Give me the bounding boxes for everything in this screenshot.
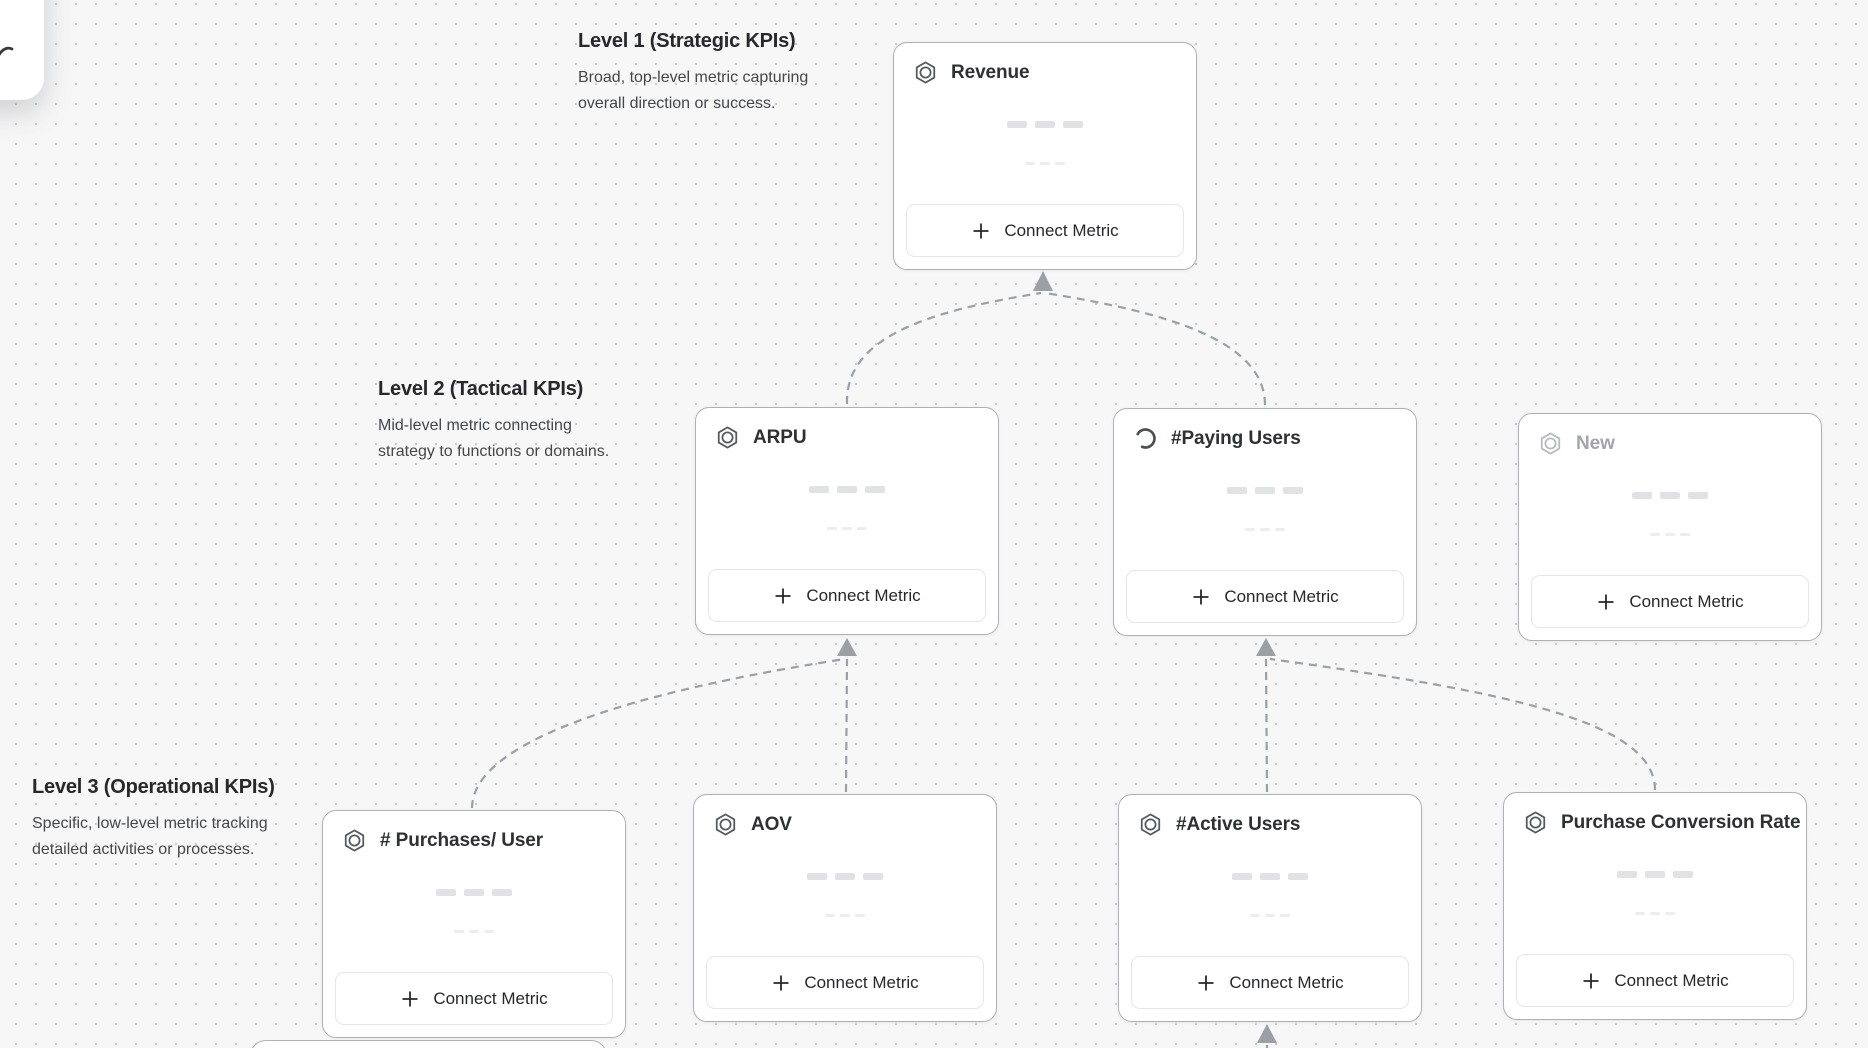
- connect-metric-button[interactable]: Connect Metric: [1126, 570, 1404, 623]
- skeleton-bars: [1504, 871, 1806, 878]
- section-level-3: Level 3 (Operational KPIs) Specific, low…: [32, 776, 302, 863]
- card-aov[interactable]: AOV Connect Metric: [693, 794, 997, 1022]
- section-title-level-2: Level 2 (Tactical KPIs): [378, 378, 584, 400]
- arrowhead-into-arpu: [837, 638, 857, 656]
- connect-metric-label: Connect Metric: [1629, 591, 1744, 611]
- metric-hexagon-icon: [1525, 811, 1546, 834]
- section-level-2: Level 2 (Tactical KPIs) Mid-level metric…: [378, 378, 628, 465]
- connect-metric-button[interactable]: Connect Metric: [1531, 575, 1809, 628]
- edge-aov-to-arpu: [844, 658, 849, 793]
- skeleton-bars: [1519, 492, 1821, 499]
- skeleton-dashes: [1519, 533, 1821, 536]
- partial-tool-icon: [0, 46, 14, 56]
- card-new[interactable]: New Connect Metric: [1518, 413, 1822, 641]
- section-desc-level-3: Specific, low-level metric tracking deta…: [32, 815, 268, 858]
- card-purchases-per-user[interactable]: # Purchases/ User Connect Metric: [322, 810, 626, 1038]
- skeleton-bars: [1114, 487, 1416, 494]
- metric-hexagon-icon: [715, 813, 736, 836]
- spinner-icon: [1135, 428, 1156, 449]
- connect-metric-label: Connect Metric: [1229, 972, 1344, 992]
- plus-icon: [1198, 975, 1214, 990]
- section-level-1: Level 1 (Strategic KPIs) Broad, top-leve…: [578, 30, 848, 117]
- connect-metric-button[interactable]: Connect Metric: [708, 569, 986, 622]
- plus-icon: [1583, 973, 1599, 988]
- plus-icon: [1598, 594, 1614, 609]
- skeleton-bars: [694, 873, 996, 880]
- connect-metric-label: Connect Metric: [804, 972, 919, 992]
- connect-metric-button[interactable]: Connect Metric: [1516, 954, 1794, 1007]
- plus-icon: [773, 975, 789, 990]
- connect-metric-label: Connect Metric: [433, 988, 548, 1008]
- card-paying-users[interactable]: #Paying Users Connect Metric: [1113, 408, 1417, 636]
- skeleton-dashes: [1504, 912, 1806, 915]
- card-title: New: [1576, 432, 1615, 454]
- edge-arpu-to-revenue: [845, 291, 1042, 405]
- section-desc-level-2: Mid-level metric connecting strategy to …: [378, 417, 610, 460]
- card-revenue[interactable]: Revenue Connect Metric: [893, 42, 1197, 270]
- card-title: ARPU: [753, 426, 807, 448]
- card-arpu[interactable]: ARPU Connect Metric: [695, 407, 999, 635]
- edge-purchases-to-arpu: [470, 657, 846, 809]
- metric-hexagon-icon: [1140, 813, 1161, 836]
- skeleton-dashes: [694, 914, 996, 917]
- connect-metric-button[interactable]: Connect Metric: [1131, 956, 1409, 1009]
- plus-icon: [973, 223, 989, 238]
- plus-icon: [775, 588, 791, 603]
- skeleton-bars: [894, 121, 1196, 128]
- skeleton-dashes: [1114, 528, 1416, 531]
- connect-metric-button[interactable]: Connect Metric: [706, 956, 984, 1009]
- connect-metric-button[interactable]: Connect Metric: [335, 972, 613, 1025]
- connect-metric-label: Connect Metric: [1614, 970, 1729, 990]
- card-title: # Purchases/ User: [380, 829, 544, 851]
- card-title: AOV: [751, 813, 792, 835]
- edge-active-to-paying: [1264, 658, 1269, 793]
- connect-metric-label: Connect Metric: [1004, 220, 1119, 240]
- section-desc-level-1: Broad, top-level metric capturing overal…: [578, 69, 809, 112]
- card-title: #Active Users: [1176, 813, 1301, 835]
- skeleton-bars: [323, 889, 625, 896]
- skeleton-dashes: [696, 527, 998, 530]
- section-title-level-1: Level 1 (Strategic KPIs): [578, 30, 796, 52]
- section-title-level-3: Level 3 (Operational KPIs): [32, 776, 275, 798]
- metric-hexagon-icon: [344, 829, 365, 852]
- connect-metric-label: Connect Metric: [806, 585, 921, 605]
- card-active-users[interactable]: #Active Users Connect Metric: [1118, 794, 1422, 1022]
- skeleton-dashes: [1119, 914, 1421, 917]
- card-purchase-conversion-rate[interactable]: Purchase Conversion Rate Connect Metric: [1503, 792, 1807, 1020]
- skeleton-bars: [696, 486, 998, 493]
- metric-hexagon-icon: [1540, 432, 1561, 455]
- metric-hexagon-icon: [717, 426, 738, 449]
- edge-paying-to-revenue: [1044, 291, 1267, 406]
- arrowhead-into-paying: [1256, 638, 1276, 656]
- floating-panel-partial[interactable]: [0, 0, 44, 100]
- skeleton-bars: [1119, 873, 1421, 880]
- edge-pcr-to-paying: [1269, 657, 1657, 791]
- metric-hexagon-icon: [915, 61, 936, 84]
- arrowhead-into-active: [1257, 1024, 1277, 1043]
- connect-metric-label: Connect Metric: [1224, 586, 1339, 606]
- skeleton-dashes: [894, 162, 1196, 165]
- connect-metric-button[interactable]: Connect Metric: [906, 204, 1184, 257]
- plus-icon: [1193, 589, 1209, 604]
- card-partial-bottom[interactable]: [250, 1040, 607, 1048]
- arrowhead-into-revenue: [1033, 271, 1053, 291]
- plus-icon: [402, 991, 418, 1006]
- skeleton-dashes: [323, 930, 625, 933]
- card-title: Revenue: [951, 61, 1030, 83]
- card-title: #Paying Users: [1171, 427, 1301, 449]
- card-title: Purchase Conversion Rate: [1561, 811, 1801, 833]
